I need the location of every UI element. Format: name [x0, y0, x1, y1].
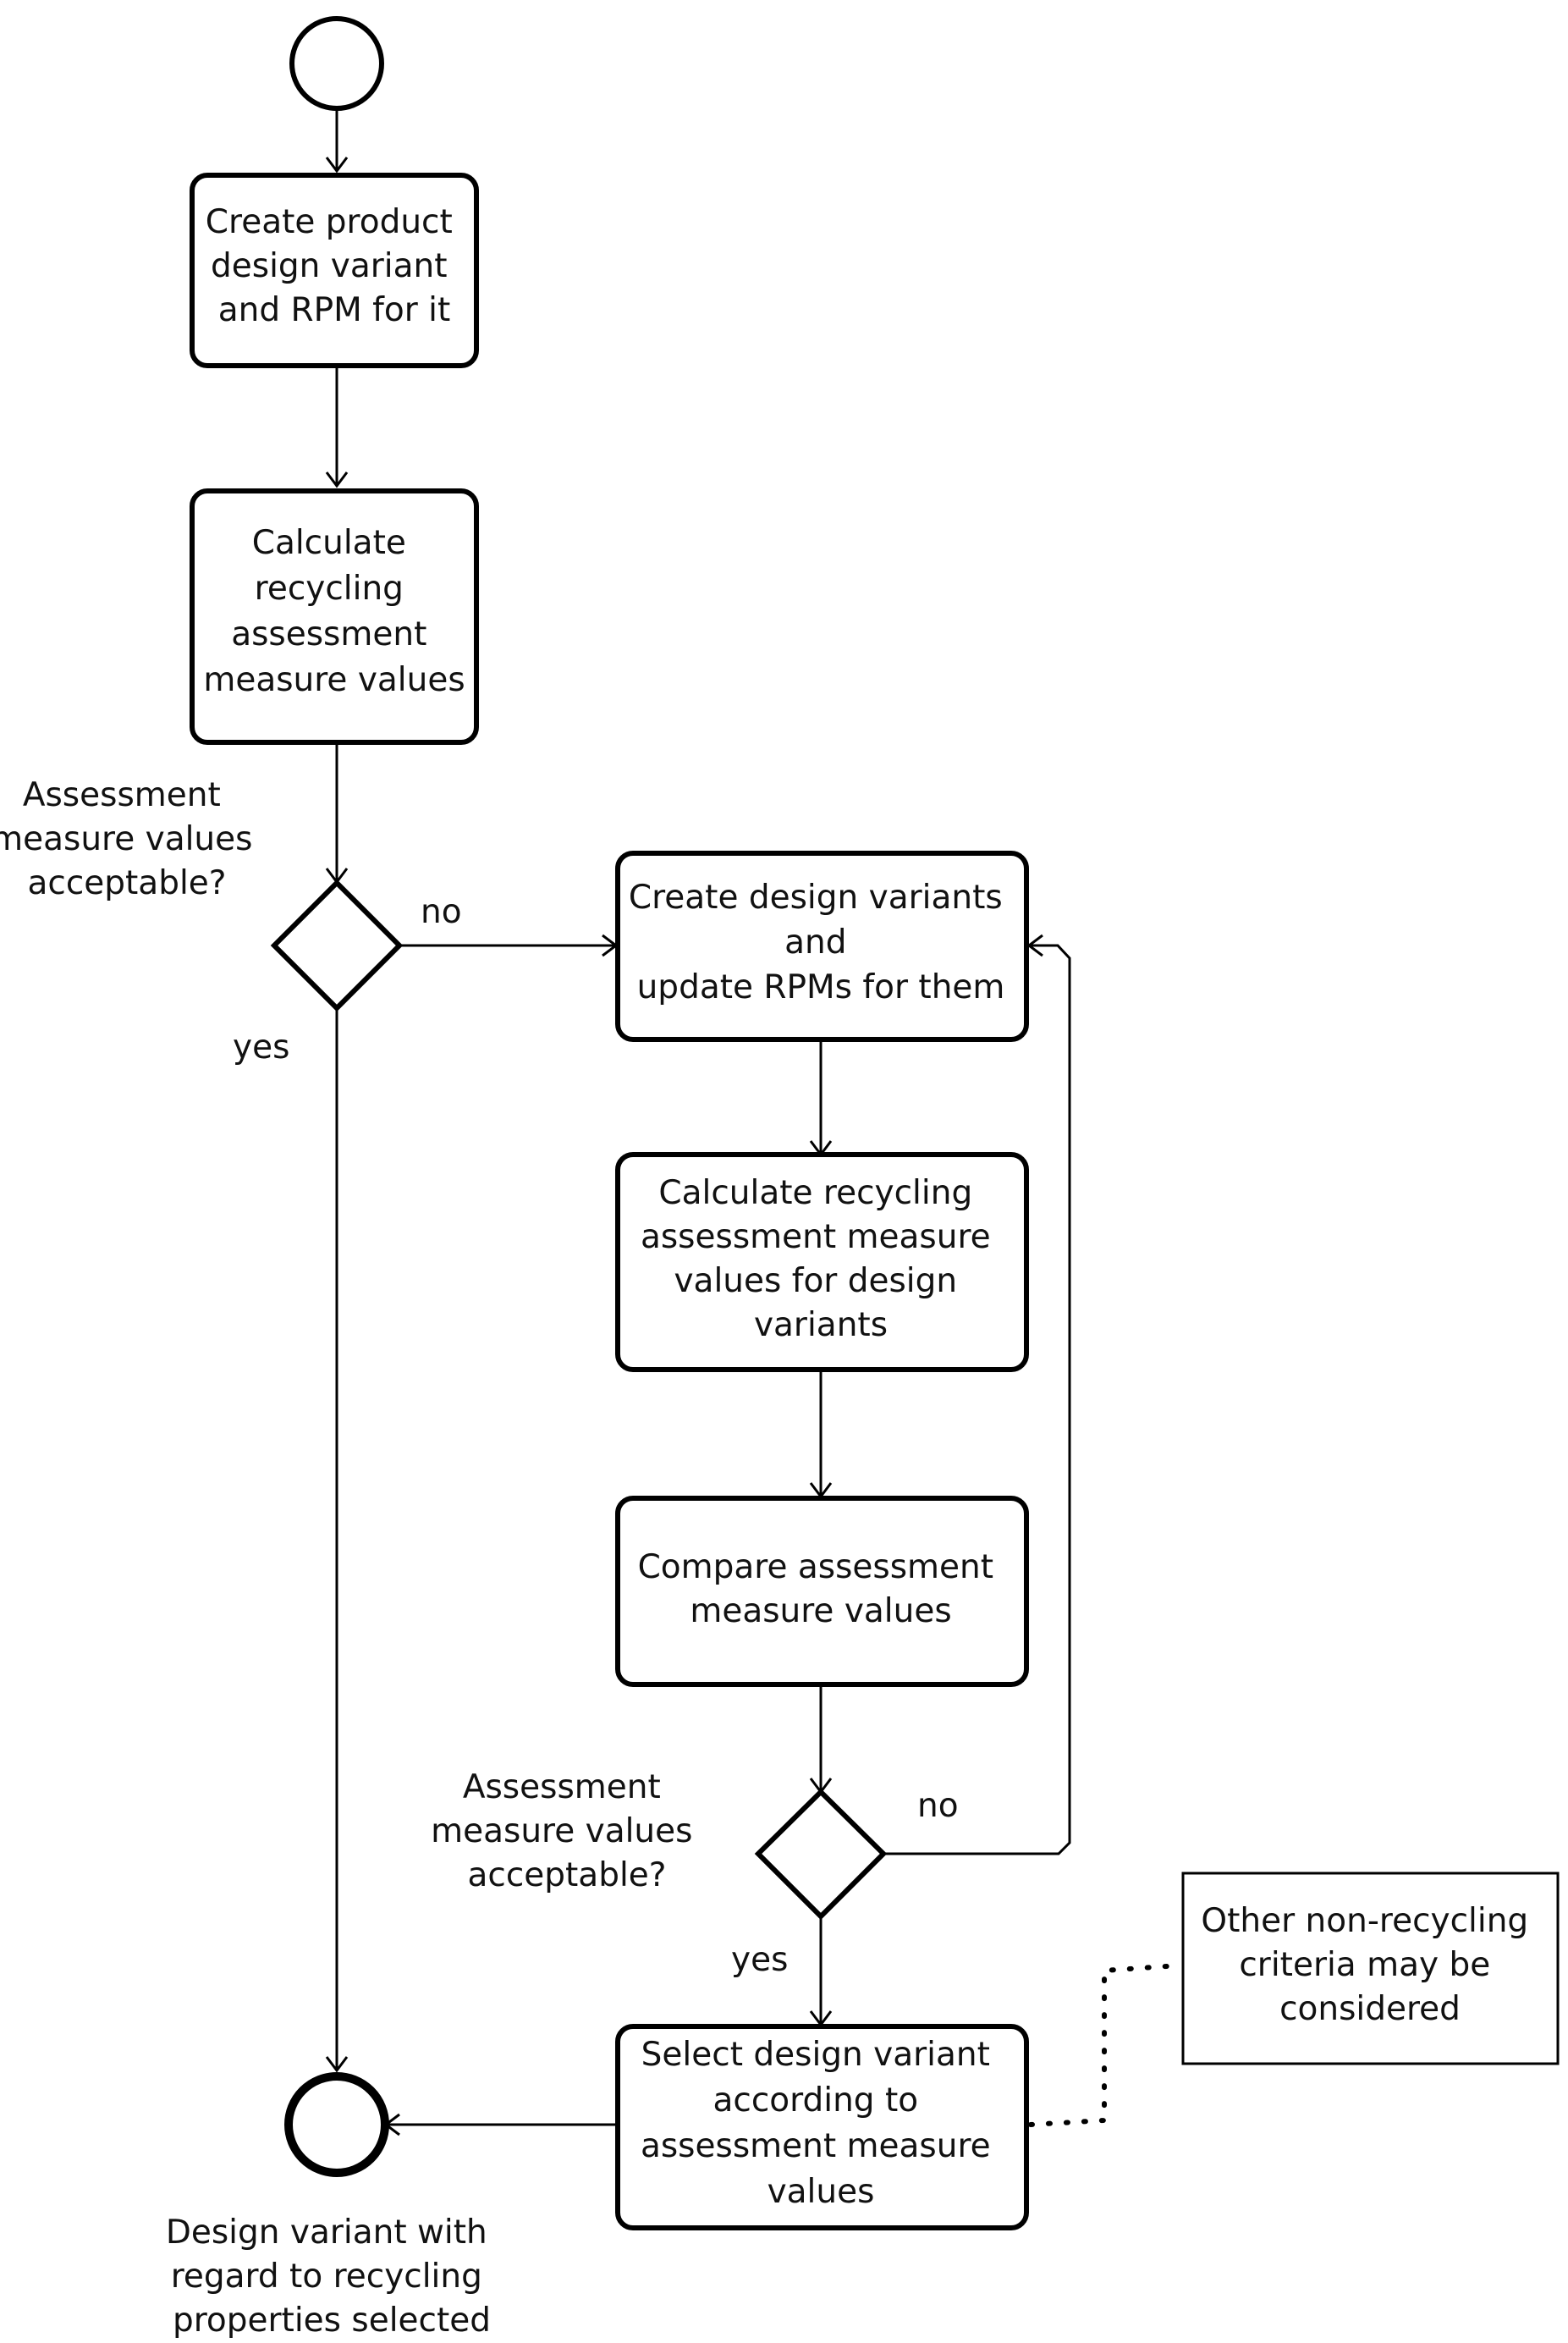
- end-caption-line-2: regard to recycling: [171, 2258, 482, 2296]
- yes-label-1: yes: [233, 1028, 289, 1067]
- no-label-2: no: [917, 1787, 959, 1825]
- decision-2: [754, 1788, 888, 1921]
- select-variant-text: Select design variant according to asses…: [641, 2036, 1001, 2211]
- note-text: Other non-recycling criteria may be cons…: [1201, 1902, 1538, 2028]
- decision1-question-line-3: acceptable?: [27, 864, 226, 902]
- create-product-box: [190, 173, 479, 368]
- decision2-question-line-1: Assessment: [463, 1768, 661, 1806]
- calc-variants-line-3: values for design: [674, 1262, 957, 1300]
- calc-recycling-line-3: assessment: [231, 615, 426, 653]
- arrowhead-end-from-yes: [325, 2056, 349, 2073]
- end-caption: Design variant with regard to recycling …: [166, 2213, 498, 2340]
- create-variants-line-2: and: [784, 923, 846, 962]
- create-product-line-3: and RPM for it: [218, 291, 451, 329]
- decision2-question-line-3: acceptable?: [467, 1856, 666, 1894]
- create-product-text: Create product design variant and RPM fo…: [206, 203, 463, 329]
- create-product-line-2: design variant: [211, 247, 448, 285]
- compare-line-1: Compare assessment: [638, 1548, 993, 1586]
- create-product-line-1: Create product: [206, 203, 453, 241]
- create-variants-line-3: update RPMs for them: [637, 968, 1005, 1006]
- decision2-question: Assessment measure values acceptable?: [431, 1768, 703, 1894]
- calc-recycling-text: Calculate recycling assessment measure v…: [203, 524, 465, 699]
- create-variants-box: [615, 851, 1029, 1042]
- select-variant-line-1: Select design variant: [641, 2036, 990, 2074]
- calc-recycling-line-1: Calculate: [252, 524, 406, 562]
- decision-1: [270, 879, 404, 1012]
- note-box: [1181, 1872, 1560, 2065]
- decision1-question: Assessment measure values acceptable?: [0, 776, 263, 902]
- decision1-question-line-1: Assessment: [23, 776, 221, 814]
- compare-box: [615, 1496, 1029, 1687]
- end-caption-line-3: properties selected: [173, 2302, 491, 2340]
- compare-text: Compare assessment measure values: [638, 1548, 1004, 1630]
- calc-variants-text: Calculate recycling assessment measure v…: [641, 1174, 1001, 1344]
- yes-label-2: yes: [731, 1941, 788, 1979]
- dotted-note-connector: [1028, 1963, 1181, 2127]
- create-variants-text: Create design variants and update RPMs f…: [629, 879, 1013, 1006]
- note-line-1: Other non-recycling: [1201, 1902, 1528, 1940]
- select-variant-line-4: values: [767, 2173, 875, 2211]
- arrowhead-calc-recycling: [325, 471, 349, 488]
- decision1-question-line-2: measure values: [0, 820, 252, 858]
- end-caption-line-1: Design variant with: [166, 2213, 487, 2252]
- calc-variants-box: [615, 1152, 1029, 1372]
- select-variant-line-3: assessment measure: [641, 2127, 991, 2165]
- no-label-1: no: [421, 893, 462, 931]
- edge-decision2-no-loop: [883, 944, 1071, 1855]
- note-line-2: criteria may be: [1239, 1946, 1490, 1984]
- arrowhead-create-product: [325, 157, 349, 174]
- calc-variants-line-2: assessment measure: [641, 1218, 991, 1256]
- calc-variants-line-1: Calculate recycling: [658, 1174, 972, 1212]
- calc-recycling-line-4: measure values: [203, 661, 465, 699]
- note-line-3: considered: [1279, 1990, 1461, 2028]
- create-variants-line-1: Create design variants: [629, 879, 1003, 917]
- calc-variants-line-4: variants: [754, 1306, 888, 1344]
- calc-recycling-box: [190, 488, 479, 745]
- calc-recycling-line-2: recycling: [255, 570, 404, 608]
- compare-line-2: measure values: [690, 1592, 951, 1630]
- select-variant-box: [615, 2024, 1029, 2230]
- start-node: [289, 16, 384, 111]
- decision2-question-line-2: measure values: [431, 1812, 692, 1850]
- select-variant-line-2: according to: [712, 2081, 918, 2120]
- end-node: [284, 2072, 389, 2177]
